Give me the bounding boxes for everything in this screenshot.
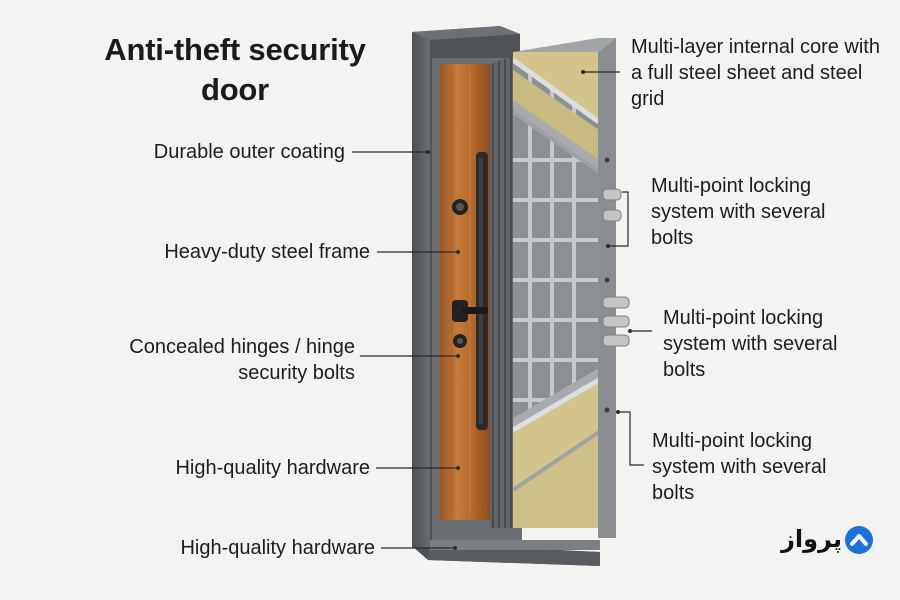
leader-lines-left [352,151,458,549]
label-locking-system-2: Multi-point locking system with several … [663,307,838,381]
locking-bolts-middle [602,296,630,347]
label-internal-core: Multi-layer internal core with a full st… [631,36,880,110]
lower-lock-cylinder [453,334,467,348]
leader-dots-left [426,150,460,550]
locking-bolts-upper [602,188,622,222]
door-edge-plate [598,38,616,538]
diagram-title: Anti-theft security door [104,32,366,107]
label-locking-system-3: Multi-point locking system with several … [652,430,827,504]
wood-panel [440,64,490,520]
label-outer-coating: Durable outer coating [153,141,345,163]
label-concealed-hinges: Concealed hinges / hinge security bolts [129,336,355,384]
brand-logo-text: پرواز [781,526,842,553]
leader-dots-right [581,70,632,414]
ribbed-steel-panel [490,56,513,528]
label-hardware-2: High-quality hardware [180,537,375,559]
upper-lock-cylinder [452,199,468,215]
label-locking-system-1: Multi-point locking system with several … [651,175,826,249]
lever-handle [452,300,488,322]
chevron-up-circle-icon [845,526,873,554]
label-hardware-1: High-quality hardware [175,457,370,479]
internal-core [513,52,599,528]
brand-logo: پرواز [780,522,880,560]
label-steel-frame: Heavy-duty steel frame [164,241,370,263]
leader-lines-right [583,71,652,466]
